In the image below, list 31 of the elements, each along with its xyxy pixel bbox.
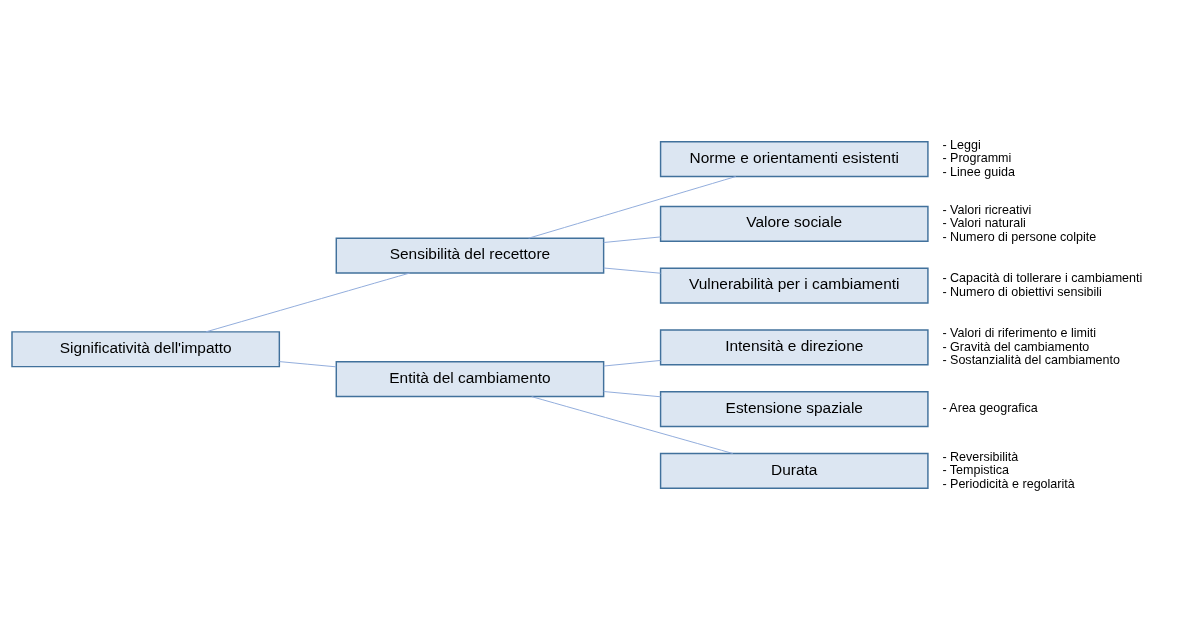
node-box: Estensione spaziale	[659, 390, 929, 427]
node-label: - Valori di riferimento e limiti	[942, 325, 1097, 340]
node-label: - Sostanzialità del cambiamento	[942, 352, 1121, 367]
node-label: - Periodicità e regolarità	[942, 476, 1075, 491]
node-label: - Reversibilità	[942, 449, 1019, 464]
node-box: Significatività dell'impatto	[11, 330, 281, 367]
node-label: - Tempistica	[942, 462, 1010, 477]
node-label: - Linee guida	[942, 164, 1015, 179]
connector	[603, 267, 661, 274]
node-label: - Gravità del cambiamento	[942, 339, 1090, 354]
node-box: Entità del cambiamento	[335, 360, 605, 397]
node-label: - Numero di obiettivi sensibili	[942, 284, 1102, 299]
node-label: - Valori naturali	[942, 215, 1026, 230]
node-label: - Area geografica	[942, 400, 1038, 415]
node-box: Valore sociale	[659, 205, 929, 242]
connector	[603, 235, 661, 243]
node-box: Durata	[659, 452, 929, 489]
connector	[603, 359, 661, 367]
connector	[278, 360, 337, 367]
node-box: Sensibilità del recettore	[335, 237, 605, 274]
connector	[603, 390, 661, 397]
node-label: - Leggi	[942, 137, 981, 152]
node-box: Norme e orientamenti esistenti	[659, 140, 929, 177]
connector	[528, 175, 737, 239]
connector	[531, 395, 734, 454]
node-label: - Numero di persone colpite	[942, 229, 1097, 244]
node-box: Vulnerabilità per i cambiamenti	[659, 266, 929, 304]
connector	[205, 272, 411, 332]
node-label: - Capacità di tollerare i cambiamenti	[942, 270, 1143, 285]
node-label: - Valori ricreativi	[942, 202, 1032, 217]
node-box: Intensità e direzione	[659, 328, 929, 365]
